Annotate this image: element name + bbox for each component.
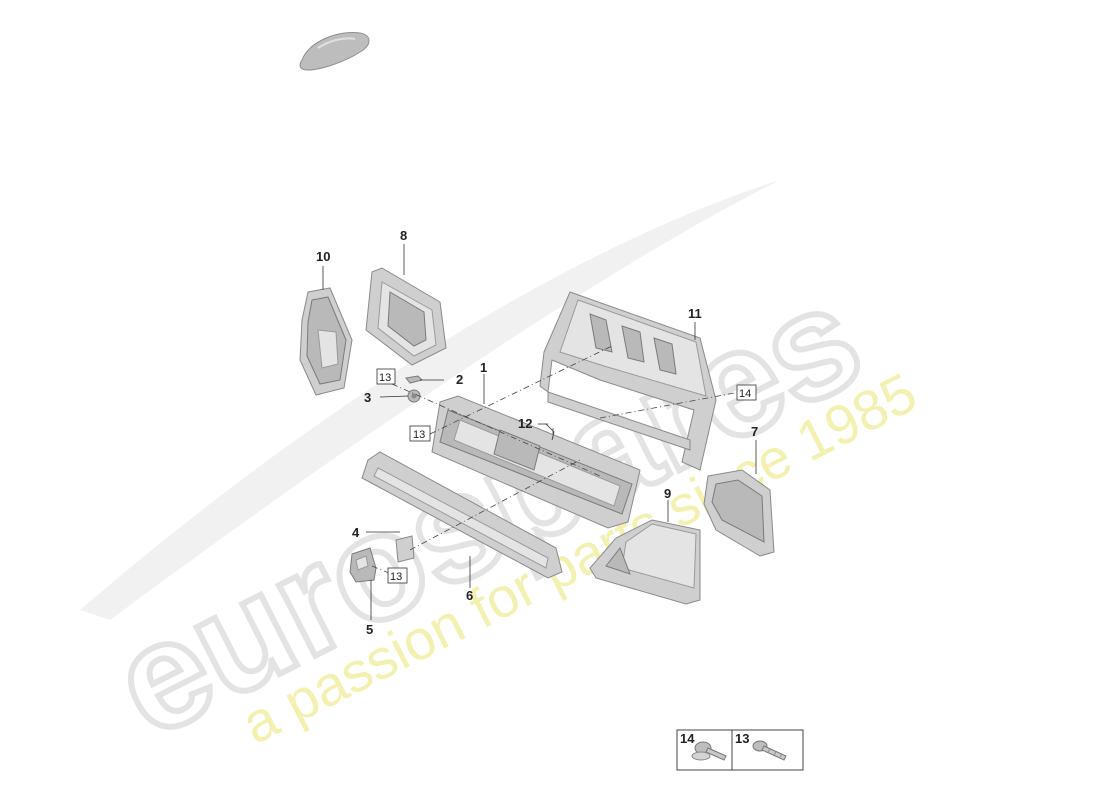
part-4-bracket xyxy=(395,535,415,563)
callout-12: 12 xyxy=(518,416,532,431)
callout-9: 9 xyxy=(664,486,671,501)
part-8-duct-frame xyxy=(365,267,447,366)
boxed-ref-13-middle: 13 xyxy=(409,425,431,442)
part-6-lower-grille-frame xyxy=(361,451,563,579)
part-11-radiator-frame xyxy=(539,291,717,471)
callout-5: 5 xyxy=(366,622,373,637)
callout-6: 6 xyxy=(466,588,473,603)
svg-text:13: 13 xyxy=(390,571,402,583)
callout-4: 4 xyxy=(352,525,360,540)
assembly-lines xyxy=(371,345,741,577)
part-5-bracket xyxy=(349,547,377,583)
screw-icon xyxy=(752,740,787,761)
boxed-ref-13-bottom: 13 xyxy=(387,567,408,584)
part-9-lower-duct xyxy=(589,519,701,605)
legend-item-14: 14 xyxy=(680,731,727,761)
callouts: 10 8 11 1 2 3 12 7 9 4 5 6 xyxy=(316,228,758,637)
svg-text:13: 13 xyxy=(735,731,749,746)
part-10-air-duct-left xyxy=(299,287,353,396)
part-1-center-shroud xyxy=(431,395,641,529)
svg-text:14: 14 xyxy=(739,388,751,400)
watermark-swoosh xyxy=(80,180,780,620)
leader-lines xyxy=(322,244,757,620)
callout-1: 1 xyxy=(480,360,487,375)
callout-2: 2 xyxy=(456,372,463,387)
boxed-ref-13-top: 13 xyxy=(376,368,396,385)
callout-10: 10 xyxy=(316,249,330,264)
fastener-legend: 14 13 xyxy=(676,729,804,771)
svg-text:13: 13 xyxy=(379,372,391,384)
part-7-air-duct-right xyxy=(703,469,775,557)
callout-7: 7 xyxy=(751,424,758,439)
svg-text:14: 14 xyxy=(680,731,695,746)
legend-item-13: 13 xyxy=(735,731,787,761)
callout-8: 8 xyxy=(400,228,407,243)
callout-3: 3 xyxy=(364,390,371,405)
boxed-ref-14: 14 xyxy=(736,384,757,401)
svg-text:13: 13 xyxy=(413,429,425,441)
flange-bolt-icon xyxy=(691,741,727,761)
callout-11: 11 xyxy=(688,306,702,321)
car-thumbnail xyxy=(299,31,370,71)
